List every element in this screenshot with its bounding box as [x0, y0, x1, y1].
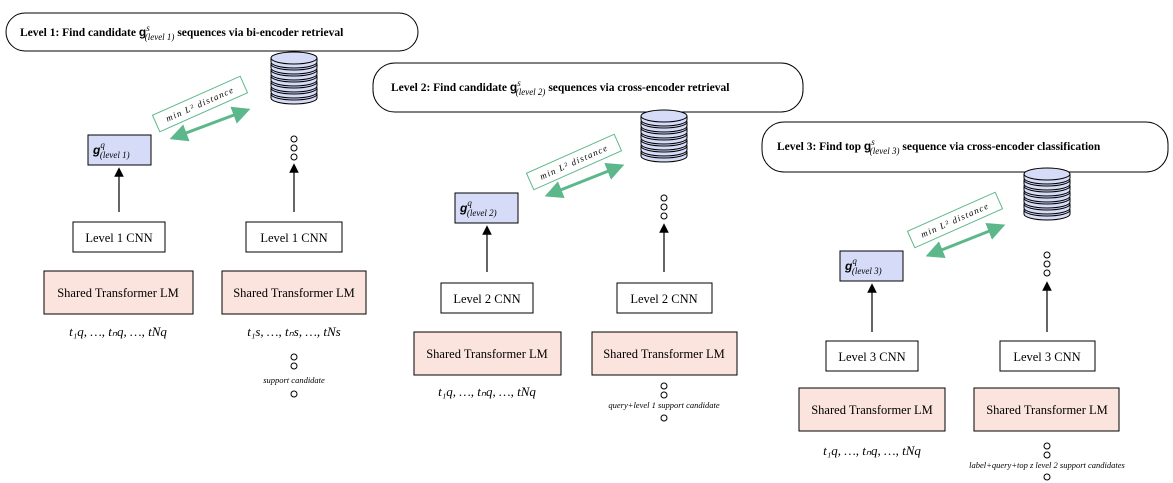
level-1-double-arrow-icon [169, 106, 251, 142]
level-2-support-caption: query+level 1 support candidate [608, 400, 719, 410]
level-1-support-caption: support candidate [263, 375, 325, 385]
level-2-support-cnn-box [616, 282, 713, 314]
level-2-title: Level 2: Find candidate gs(level 2) sequ… [391, 78, 729, 97]
level-1-support-lm-box [221, 270, 367, 315]
level-1-panel: Level 1: Find candidate gs(level 1) sequ… [5, 12, 419, 398]
level-1-support-tokens: t₁s, …, tₙs, …, tNs [247, 324, 341, 339]
level-2-ellipsis-bottom-icon [660, 382, 668, 422]
level-3-ellipsis-bottom-icon [1043, 442, 1051, 481]
level-3-support-cnn-box [999, 340, 1096, 372]
level-1-title: Level 1: Find candidate gs(level 1) sequ… [20, 23, 343, 42]
level-3-support-lm: Shared Transformer LM [986, 403, 1108, 417]
level-1-query-cnn-box [72, 221, 166, 253]
level-1-ellipsis-top-icon [290, 135, 298, 161]
level-3-title: Level 3: Find top gs(level 3) sequence v… [777, 137, 1101, 156]
level-1-query-tokens: t₁q, …, tₙq, …, tNq [69, 324, 167, 339]
level-3-support-cnn: Level 3 CNN [1013, 350, 1080, 364]
level-2-title-box [372, 62, 804, 113]
level-3-distance-label-box: min L² distance [906, 191, 1004, 249]
level-2-support-lm-box [591, 331, 738, 376]
level-3-panel: Level 3: Find top gs(level 3) sequence v… [761, 121, 1169, 481]
level-1-support-lm: Shared Transformer LM [233, 286, 355, 300]
level-2-support-cnn: Level 2 CNN [630, 292, 697, 306]
level-2-query-tokens: t₁q, …, tₙq, …, tNq [438, 384, 536, 399]
level-3-query-cnn: Level 3 CNN [838, 350, 905, 364]
level-1-title-box [5, 12, 419, 52]
level-3-query-lm: Shared Transformer LM [811, 403, 933, 417]
level-3-query-vector: gq(level 3) [844, 256, 882, 276]
level-1-database-icon [270, 51, 318, 105]
level-3-support-lm-box [973, 387, 1120, 432]
level-2-query-vector: gq(level 2) [459, 198, 497, 218]
level-1-query-lm: Shared Transformer LM [57, 286, 179, 300]
level-2-double-arrow-icon [544, 162, 625, 199]
level-3-double-arrow-icon [925, 222, 1006, 259]
level-1-support-cnn-box [245, 221, 343, 253]
level-3-query-tokens: t₁q, …, tₙq, …, tNq [823, 443, 921, 458]
level-1-query-lm-box [43, 270, 194, 315]
level-2-query-lm-box [413, 331, 562, 376]
level-2-query-vector-box [454, 192, 519, 224]
level-3-title-box [761, 121, 1169, 173]
level-2-query-cnn: Level 2 CNN [453, 292, 520, 306]
level-2-query-lm: Shared Transformer LM [426, 347, 548, 361]
level-1-ellipsis-bottom-icon [290, 353, 298, 398]
level-2-ellipsis-top-icon [660, 194, 668, 220]
level-1-query-cnn: Level 1 CNN [85, 231, 152, 245]
level-3-query-vector-box [839, 250, 904, 282]
level-1-distance-label-box: min L² distance [151, 75, 249, 133]
level-2-distance-label-box: min L² distance [525, 133, 623, 191]
level-1-query-vector-box [87, 134, 152, 166]
level-2-query-cnn-box [440, 282, 534, 314]
level-3-query-cnn-box [825, 340, 919, 372]
level-1-query-vector: gq(level 1) [92, 140, 130, 160]
level-2-database-icon [640, 109, 688, 163]
level-2-support-lm: Shared Transformer LM [603, 347, 725, 361]
level-3-database-icon [1023, 167, 1071, 221]
level-1-support-cnn: Level 1 CNN [260, 231, 327, 245]
level-3-query-lm-box [798, 387, 946, 432]
level-3-ellipsis-top-icon [1043, 251, 1051, 277]
level-2-panel: Level 2: Find candidate gs(level 2) sequ… [372, 62, 804, 422]
level-3-support-caption: label+query+top z level 2 support candid… [969, 460, 1125, 470]
